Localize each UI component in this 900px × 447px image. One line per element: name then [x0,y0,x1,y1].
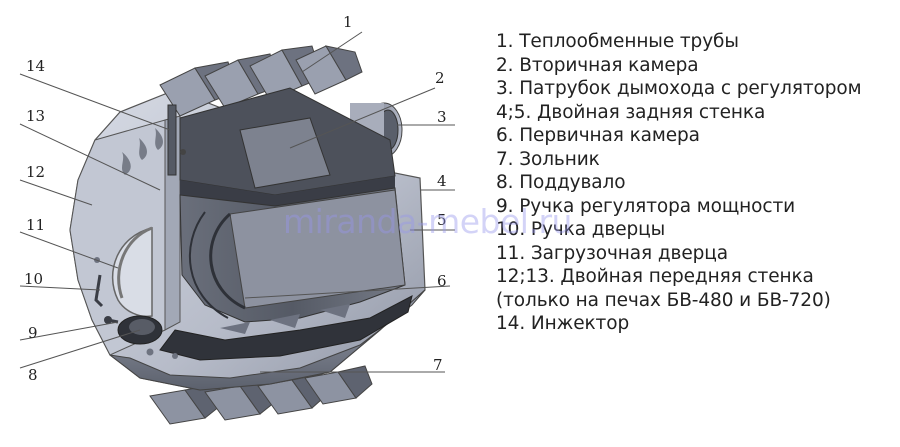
top-heat-tubes [159,45,363,117]
leader-line-9 [19,321,119,341]
leader-line-10 [19,285,101,291]
leader-line-1 [301,31,363,73]
legend-item-9: 9. Ручка регулятора мощности [496,195,796,217]
legend-item-8: 8. Поддувало [496,172,626,193]
door-handle [94,274,104,308]
callout-4: 4 [437,172,447,190]
leader-line-14 [19,73,171,131]
secondary-chamber [179,87,396,206]
leader-line-12 [19,179,93,206]
legend-item-4-5: 4;5. Двойная задняя стенка [496,101,766,123]
leader-line-11 [19,231,119,269]
legend-item-2: 2. Вторичная камера [496,54,699,76]
primary-chamber [179,187,406,323]
leader-line-13 [19,123,161,191]
ash-pan [159,295,413,361]
callout-1: 1 [343,13,353,31]
callout-3: 3 [437,108,447,126]
bottom-heat-tubes [149,365,373,425]
callout-8: 8 [28,366,38,384]
legend-item-6: 6. Первичная камера [496,125,700,146]
legend-item-note: (только на печах БВ-480 и БВ-720) [496,289,831,311]
leader-line-2 [289,87,436,149]
leader-line-6 [244,285,451,299]
legend-item-14: 14. Инжектор [496,313,630,334]
callout-14: 14 [26,57,45,75]
legend-item-7: 7. Зольник [496,148,600,170]
legend-item-10: 10. Ручка дверцы [496,219,666,240]
legend-item-3: 3. Патрубок дымохода с регулятором [496,78,862,99]
callout-12: 12 [26,163,45,181]
callout-2: 2 [435,69,445,87]
callout-5: 5 [437,211,447,229]
leader-line-8 [19,329,141,369]
power-regulator-handle [104,316,119,324]
legend-item-1: 1. Теплообменные трубы [496,31,739,52]
callout-numbers: 1 2 3 4 5 6 7 8 9 10 11 12 13 14 [24,13,447,384]
callout-10: 10 [24,270,43,288]
callout-9: 9 [28,324,38,342]
legend-item-12-13: 12;13. Двойная передняя стенка [496,266,814,287]
leader-lines [19,31,455,373]
injector [167,104,177,176]
flame-logo-icons [122,128,164,175]
callout-11: 11 [26,216,45,234]
callout-7: 7 [433,356,443,374]
callout-6: 6 [437,272,447,290]
loading-door [111,226,163,345]
legend: 1. Теплообменные трубы 2. Вторичная каме… [496,30,896,336]
callout-13: 13 [26,107,45,125]
legend-item-11: 11. Загрузочная дверца [496,242,728,264]
